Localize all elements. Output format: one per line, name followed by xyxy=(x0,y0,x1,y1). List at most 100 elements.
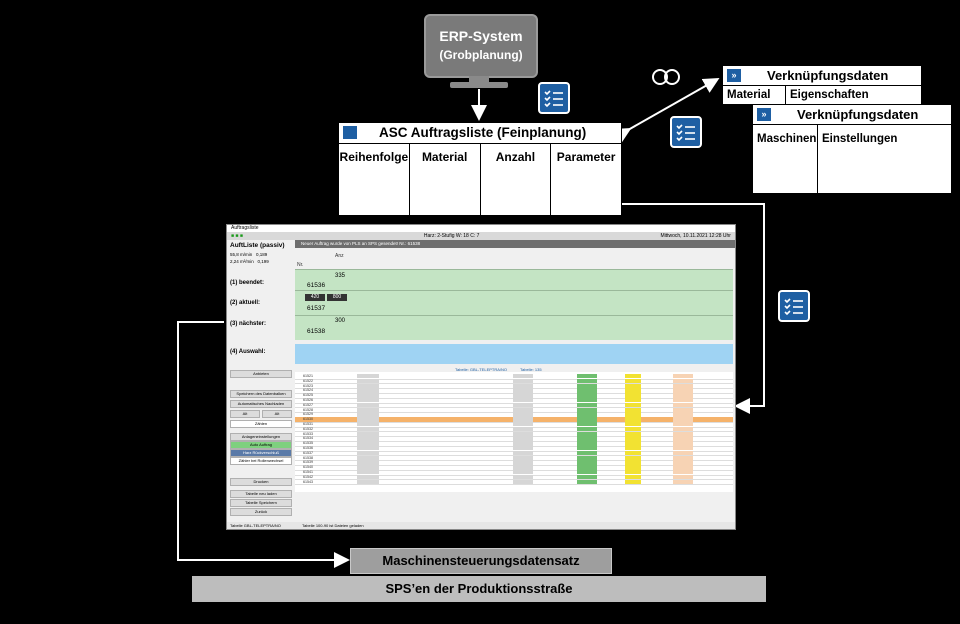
grid-cell xyxy=(625,446,641,451)
grid-cell xyxy=(513,446,533,451)
grid-cell xyxy=(513,422,533,427)
double-chevron-icon: » xyxy=(727,69,741,82)
back-button[interactable]: Zurück xyxy=(230,508,292,516)
grid-cell xyxy=(673,398,693,403)
plant-settings-button[interactable]: Anlageneinstellungen xyxy=(230,433,292,441)
grid-cell xyxy=(577,446,597,451)
grid-cell xyxy=(357,441,379,446)
grid-cell xyxy=(577,393,597,398)
status-bar: ■ ■ ■ Harz: 2-Stufig W: 18 C: 7 Mittwoch… xyxy=(227,232,735,240)
grid-cell xyxy=(577,441,597,446)
row-number: 61537 xyxy=(303,450,313,455)
alt-button-2[interactable]: Alt xyxy=(262,410,292,418)
grid-cell xyxy=(357,378,379,384)
grid-cell xyxy=(577,426,597,432)
asc-column-reihenfolge: Reihenfolge xyxy=(339,144,410,215)
grid-cell xyxy=(577,417,597,422)
list-icon xyxy=(343,126,357,139)
row-number: 61527 xyxy=(303,402,313,407)
counter-field[interactable]: Zählen xyxy=(230,420,292,428)
grid-cell xyxy=(673,450,693,456)
grid-cell xyxy=(577,388,597,393)
grid-cell xyxy=(357,393,379,398)
row-number: 61541 xyxy=(303,470,313,474)
grid-cell xyxy=(357,383,379,388)
resin-return-button[interactable]: Harz Rückverschluß xyxy=(230,449,292,457)
grid-cell xyxy=(577,455,597,460)
print-button[interactable]: Drucken xyxy=(230,478,292,486)
section-finished: (1) beendet: xyxy=(230,280,265,286)
order-count-3: 300 xyxy=(335,318,346,324)
grid-cell xyxy=(357,402,379,408)
grid-cell xyxy=(357,412,379,417)
save-databar-button[interactable]: Speichern des Datenbalken xyxy=(230,390,292,398)
section-next: (3) nächster: xyxy=(230,321,267,327)
grid-cell xyxy=(625,441,641,446)
offer-button[interactable]: Anbieten xyxy=(230,370,292,378)
row-number: 61540 xyxy=(303,465,313,470)
grid-cell xyxy=(577,407,597,412)
settings-cell: Einstellungen xyxy=(822,133,898,145)
grid-cell xyxy=(513,388,533,393)
auto-order-button[interactable]: Auto Auftrag xyxy=(230,441,292,449)
grid-cell xyxy=(577,465,597,470)
order-list-application-window: Auftragsliste ■ ■ ■ Harz: 2-Stufig W: 18… xyxy=(226,224,736,530)
save-table-button[interactable]: Tabelle Speichern xyxy=(230,499,292,507)
erp-title: ERP-System xyxy=(439,28,523,44)
grid-cell xyxy=(625,455,641,460)
grid-cell xyxy=(513,426,533,432)
row-number: 61522 xyxy=(303,378,313,383)
grid-cell xyxy=(577,422,597,427)
row-number: 61530 xyxy=(303,417,313,422)
asc-column-material: Material xyxy=(410,144,481,215)
roll-change-counter[interactable]: Zähler bei Rollenwechsel xyxy=(230,457,292,465)
grid-cell xyxy=(625,383,641,388)
grid-cell xyxy=(577,383,597,388)
grid-cell xyxy=(513,470,533,475)
asc-title: ASC Auftragsliste (Feinplanung) xyxy=(379,125,587,140)
reload-table-button[interactable]: Tabelle neu laden xyxy=(230,490,292,498)
order-block-finished[interactable] xyxy=(295,269,733,290)
grid-cell xyxy=(577,479,597,484)
grid-cell xyxy=(673,402,693,408)
grid-cell xyxy=(357,388,379,393)
window-titlebar: Auftragsliste xyxy=(227,225,735,232)
order-block-current[interactable] xyxy=(295,290,733,315)
app-sidebar: AuftListe (passiv) 55,8 m/min 0,189 2,24… xyxy=(227,240,293,520)
link-data-title: Verknüpfungsdaten xyxy=(797,107,919,122)
grid-title: Tabelle: GBL-TELEPTRA/NO xyxy=(455,367,508,372)
alt-button-1[interactable]: Alt xyxy=(230,410,260,418)
grid-cell xyxy=(673,474,693,480)
grid-cell xyxy=(625,388,641,393)
grid-cell xyxy=(357,450,379,456)
auto-reload-button[interactable]: Automatisches Nachladen xyxy=(230,400,292,408)
grid-cell xyxy=(673,455,693,460)
grid-cell xyxy=(625,450,641,456)
grid-cell xyxy=(673,431,693,436)
grid-cell xyxy=(577,436,597,441)
grid-cell xyxy=(357,431,379,436)
grid-cell xyxy=(357,426,379,432)
grid-cell xyxy=(513,431,533,436)
grid-cell xyxy=(357,417,379,422)
grid-cell xyxy=(673,479,693,484)
grid-cell xyxy=(625,398,641,403)
speed-1: 55,8 m/min 0,189 xyxy=(230,252,268,257)
grid-cell xyxy=(673,378,693,384)
grid-cell xyxy=(625,417,641,422)
grid-cell xyxy=(577,412,597,417)
row-number: 61535 xyxy=(303,441,313,446)
grid-cell xyxy=(577,398,597,403)
double-chevron-icon: » xyxy=(757,108,771,121)
table-row[interactable]: 61543 xyxy=(295,479,733,486)
grid-subtitle: Tabelle: 135 xyxy=(520,367,542,372)
order-block-next[interactable] xyxy=(295,315,733,340)
erp-system-monitor: ERP-System (Grobplanung) xyxy=(424,14,538,78)
grid-cell xyxy=(357,422,379,427)
selection-drop-area[interactable] xyxy=(295,344,733,364)
grid-cell xyxy=(513,412,533,417)
order-data-grid[interactable]: Tabelle: GBL-TELEPTRA/NO Tabelle: 135 61… xyxy=(295,367,733,492)
asc-column-anzahl: Anzahl xyxy=(481,144,552,215)
grid-cell xyxy=(513,479,533,484)
row-number: 61534 xyxy=(303,436,313,441)
